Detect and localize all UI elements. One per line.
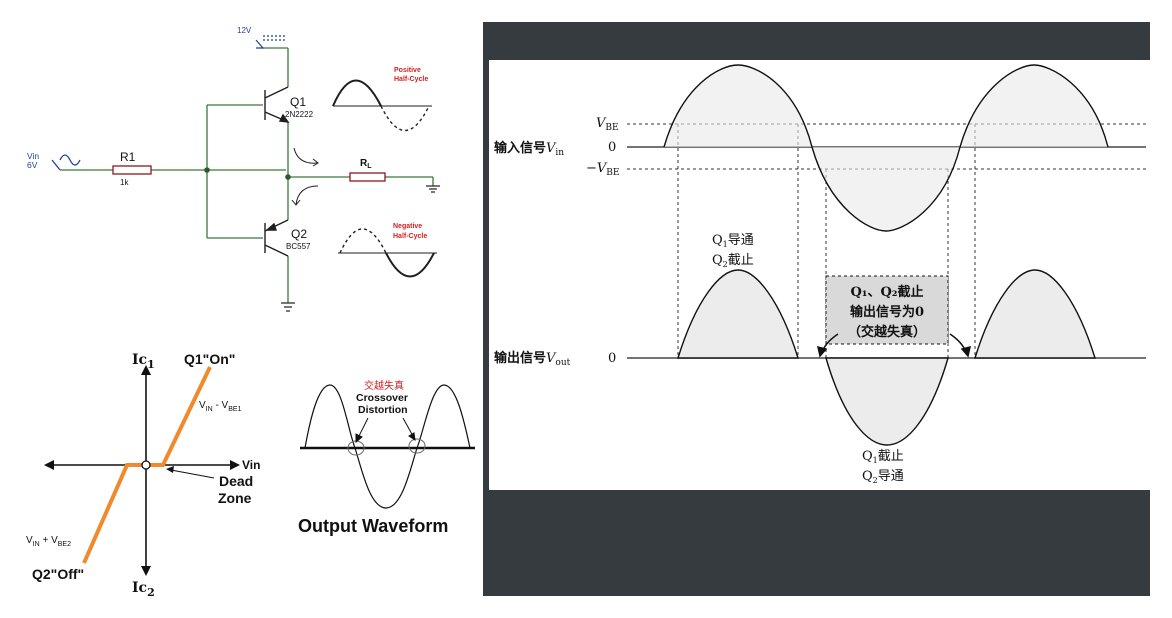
- current-arrow-icon: [293, 147, 319, 167]
- input-zero-label: 0: [608, 140, 616, 155]
- output-negative-pulse: [825, 357, 949, 446]
- output-waveform-panel: [290, 343, 483, 596]
- q1-on-line-1: Q1导通: [712, 233, 754, 249]
- output-zero-label: 0: [608, 351, 616, 366]
- crossover-distortion-box: [825, 275, 949, 345]
- vin-label: Vin: [27, 151, 39, 161]
- q2-label: Q2: [291, 227, 307, 241]
- output-positive-pulse: [974, 269, 1096, 359]
- rl-label: RL: [360, 158, 372, 170]
- q2-part: BC557: [286, 242, 311, 251]
- q2-off-label: Q2"Off": [32, 566, 84, 582]
- supply-12v-symbol: [255, 35, 287, 49]
- q1-transistor: [264, 86, 290, 123]
- vin-axis-label: Vin: [242, 458, 260, 472]
- output-signal-label: 输出信号Vout: [494, 350, 571, 368]
- crossover-label-2: Distortion: [358, 404, 408, 416]
- vin-source-symbol: [51, 154, 81, 171]
- q1-part: 2N2222: [285, 110, 314, 119]
- dead-zone-label-2: Zone: [218, 490, 252, 506]
- output-waveform-title: Output Waveform: [298, 516, 448, 536]
- output-positive-pulse: [677, 269, 799, 359]
- crossover-pointer-icon: [355, 417, 416, 444]
- crossover-label-1: Crossover: [356, 392, 408, 404]
- junction-dot: [204, 167, 210, 173]
- vbe-label: VBE: [596, 116, 619, 133]
- negative-label-2: Half-Cycle: [393, 233, 427, 240]
- dead-zone-label-1: Dead: [219, 473, 253, 489]
- dead-zone-arrow-icon: [166, 466, 215, 479]
- neg-vbe-label: −VBE: [586, 161, 619, 178]
- origin-marker: [141, 460, 151, 470]
- crossover-circle: [408, 438, 426, 454]
- q2-on-line-1: Q1截止: [862, 449, 904, 465]
- ic2-axis-label: Ic2: [132, 580, 155, 599]
- input-sine-wave: [663, 64, 1109, 232]
- r1-value: 1k: [120, 178, 129, 187]
- positive-label-1: Positive: [394, 67, 421, 74]
- ic1-axis-label: Ic1: [132, 352, 155, 371]
- negative-label-1: Negative: [393, 223, 422, 230]
- r1-resistor: [112, 165, 152, 175]
- crossover-chinese-label: 交越失真: [364, 379, 404, 392]
- vin-value: 6V: [27, 160, 38, 170]
- transfer-curve-axes: [44, 365, 240, 576]
- junction-dot: [285, 174, 291, 180]
- supply-label: 12V: [237, 26, 252, 35]
- transfer-curve-panel: [22, 343, 290, 596]
- positive-label-2: Half-Cycle: [394, 76, 428, 83]
- output-waveform-curve: [304, 384, 471, 509]
- q2-transistor: [264, 219, 289, 257]
- box-line-3: （交越失真）: [848, 324, 926, 340]
- box-line-1: Q₁、Q₂截止: [850, 284, 923, 300]
- ground-icon: [281, 302, 295, 312]
- ground-icon: [426, 185, 440, 193]
- positive-half-cycle-wave: [332, 79, 432, 132]
- q1-label: Q1: [290, 95, 306, 109]
- current-arrow-icon: [291, 185, 319, 206]
- rl-resistor: [349, 172, 386, 182]
- r1-label: R1: [120, 150, 136, 164]
- q1-on-line-2: Q2截止: [712, 253, 754, 269]
- input-signal-label: 输入信号Vin: [494, 140, 564, 158]
- vin-minus-vbe1-label: VIN - VBE1: [199, 400, 242, 413]
- negative-half-cycle-wave: [338, 228, 437, 278]
- box-line-2: 输出信号为0: [850, 304, 924, 320]
- q2-on-line-2: Q2导通: [862, 469, 904, 485]
- circuit-diagram-panel: [22, 22, 462, 329]
- box-arrow-icon: [817, 333, 971, 358]
- vin-plus-vbe2-label: VIN + VBE2: [26, 535, 71, 548]
- q1-on-label: Q1"On": [184, 351, 235, 367]
